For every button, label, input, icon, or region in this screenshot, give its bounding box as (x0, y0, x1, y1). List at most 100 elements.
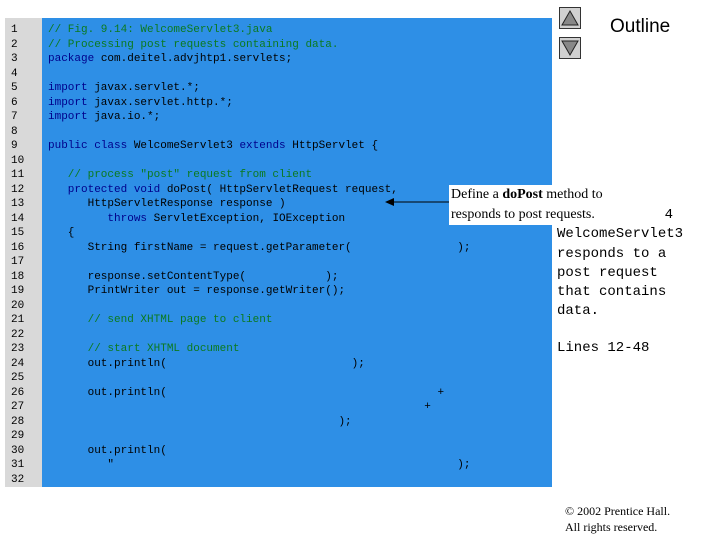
code-line: HttpServletResponse response ) (48, 197, 286, 211)
code-text: { (48, 227, 75, 239)
outline-title: Outline (610, 16, 671, 37)
line-number: 19 (11, 285, 25, 297)
callout-line2: responds to post requests. (451, 207, 595, 222)
line-number: 8 (11, 125, 18, 138)
code-keyword: package (48, 53, 95, 65)
line-number: 14 (11, 212, 25, 225)
code-line: out.println( (48, 444, 167, 458)
code-line: PrintWriter out = response.getWriter(); (48, 284, 345, 298)
code-keyword: throws (48, 212, 148, 225)
line-number: 17 (11, 256, 25, 268)
callout-box: Define a doPost method to responds to po… (449, 185, 605, 225)
code-keyword: extends (239, 140, 286, 152)
code-text: out.println( (48, 444, 167, 457)
code-line: { (48, 226, 75, 240)
triangle-down-icon (561, 40, 579, 57)
code-line: // process "post" request from client (48, 168, 312, 182)
previous-slide-button[interactable] (559, 7, 581, 29)
side-note-line: that contains (557, 284, 667, 301)
line-number: 29 (11, 430, 25, 442)
code-text: javax.servlet.*; (87, 82, 200, 94)
code-line: // start XHTML document (48, 342, 240, 356)
line-number: 22 (11, 328, 25, 341)
code-line: throws ServletException, IOException (48, 212, 345, 226)
line-number: 7 (11, 111, 18, 123)
line-number: 21 (11, 314, 25, 326)
line-number: 11 (11, 169, 25, 181)
side-note-line: WelcomeServlet3 (557, 226, 684, 243)
code-text: out.println( + (48, 386, 445, 399)
line-number: 31 (11, 459, 25, 471)
triangle-up-icon (561, 9, 579, 26)
line-number: 13 (11, 198, 25, 210)
code-line: + (48, 400, 431, 414)
line-number: 23 (11, 343, 25, 355)
code-line: // Fig. 9.14: WelcomeServlet3.java (48, 23, 272, 37)
line-number: 5 (11, 82, 18, 94)
code-line: out.println( + (48, 386, 444, 400)
line-number: 9 (11, 140, 18, 152)
code-text: javax.servlet.http.*; (87, 96, 233, 109)
copyright-line2: All rights reserved. (565, 520, 658, 534)
line-number: 28 (11, 415, 25, 428)
code-line: // Processing post requests containing d… (48, 38, 338, 52)
code-line: import javax.servlet.http.*; (48, 96, 233, 110)
code-text: response.setContentType( ); (48, 270, 339, 283)
line-number: 6 (11, 96, 18, 109)
code-text: java.io.*; (87, 111, 161, 123)
code-text: + (48, 401, 431, 413)
code-comment: // Processing post requests containing d… (48, 38, 339, 51)
callout-suffix: method to (542, 187, 603, 202)
copyright-notice: © 2002 Prentice Hall. All rights reserve… (565, 503, 670, 535)
line-number: 24 (11, 357, 25, 370)
code-keyword: import (48, 82, 88, 94)
code-text: com.deitel.advjhtp1.servlets; (94, 53, 293, 65)
callout-prefix: Define a (451, 187, 503, 202)
callout-arrow-icon (385, 198, 449, 206)
code-keyword: import (48, 96, 88, 109)
code-line: package com.deitel.advjhtp1.servlets; (48, 52, 292, 66)
code-text: PrintWriter out = response.getWriter(); (48, 285, 346, 297)
code-line: public class WelcomeServlet3 extends Htt… (48, 139, 378, 153)
line-number: 18 (11, 270, 25, 283)
code-line: out.println( ); (48, 357, 365, 371)
code-comment: // process "post" request from client (48, 169, 313, 181)
line-number: 4 (11, 67, 18, 80)
line-number: 3 (11, 53, 18, 65)
code-line: " ); (48, 458, 470, 472)
line-number: 15 (11, 227, 25, 239)
code-text: ); (48, 415, 352, 428)
code-line: protected void doPost( HttpServletReques… (48, 183, 398, 197)
code-text: HttpServlet { (285, 140, 379, 152)
line-number: 32 (11, 473, 25, 486)
line-number: 30 (11, 444, 25, 457)
line-number: 10 (11, 154, 25, 167)
code-line: import java.io.*; (48, 110, 160, 124)
line-number: 27 (11, 401, 25, 413)
code-keyword: protected void (48, 183, 161, 196)
code-line: ); (48, 415, 352, 429)
code-listing: // Fig. 9.14: WelcomeServlet3.java // Pro… (42, 18, 552, 487)
code-keyword: public class (48, 140, 128, 152)
side-note-line: responds to a (557, 245, 667, 262)
code-text: HttpServletResponse response ) (48, 198, 286, 210)
side-note-fig: 4 (664, 207, 673, 223)
code-text: String firstName = request.getParameter(… (48, 241, 471, 254)
code-text: " ); (48, 459, 471, 471)
line-number: 2 (11, 38, 18, 51)
code-comment: // start XHTML document (48, 343, 240, 355)
line-number: 16 (11, 241, 25, 254)
code-text: WelcomeServlet3 (127, 140, 240, 152)
code-line: import javax.servlet.*; (48, 81, 200, 95)
line-number: 1 (11, 24, 18, 36)
next-slide-button[interactable] (559, 37, 581, 59)
code-comment: // Fig. 9.14: WelcomeServlet3.java (48, 24, 273, 36)
copyright-line1: © 2002 Prentice Hall. (565, 504, 671, 518)
line-number: 26 (11, 386, 25, 399)
side-note-line: post request (557, 264, 658, 281)
line-number: 25 (11, 372, 25, 384)
code-text: out.println( ); (48, 357, 365, 370)
line-number: 20 (11, 299, 25, 312)
code-text: ServletException, IOException (147, 212, 346, 225)
